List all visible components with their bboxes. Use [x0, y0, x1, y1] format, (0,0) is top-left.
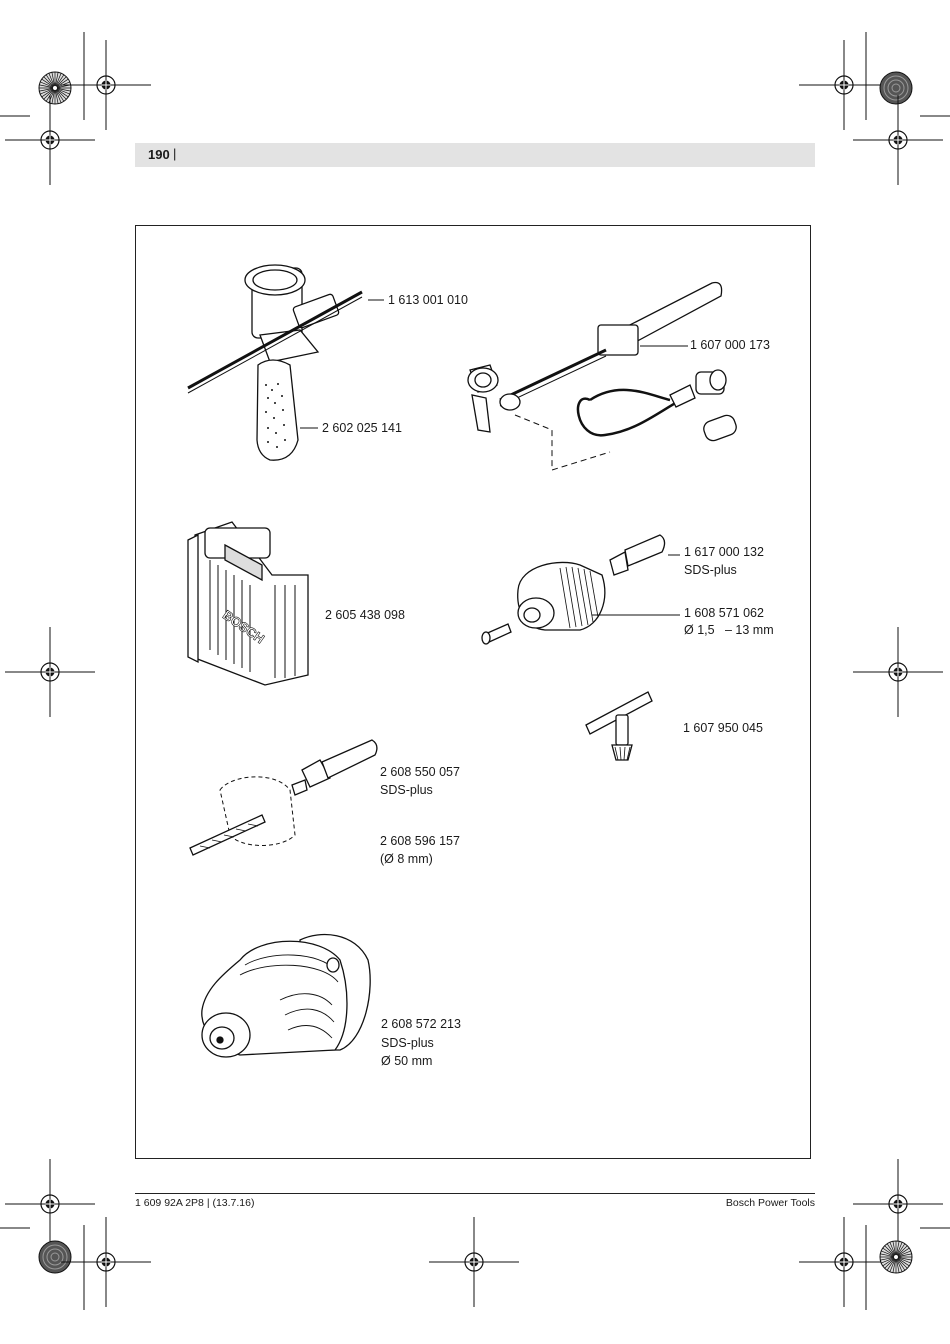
part-note: (Ø 8 mm)	[380, 850, 433, 868]
registration-mark-icon	[799, 40, 889, 130]
page-number: 190	[148, 147, 170, 162]
part-number: 2 608 572 213	[381, 1015, 461, 1033]
registration-mark-icon	[5, 1159, 95, 1249]
part-number: 2 608 550 057	[380, 763, 460, 781]
part-number: 1 608 571 062	[684, 604, 764, 622]
accessories-frame	[135, 225, 811, 1159]
registration-mark-icon	[799, 1217, 889, 1307]
part-note: Ø 1,5 – 13 mm	[684, 621, 774, 639]
registration-mark-icon	[61, 1217, 151, 1307]
registration-mark-icon	[5, 95, 95, 185]
part-number: 2 602 025 141	[322, 419, 402, 437]
registration-star-icon	[880, 72, 912, 104]
registration-mark-icon	[61, 40, 151, 130]
registration-star-icon	[39, 72, 71, 104]
registration-star-icon	[39, 1241, 71, 1273]
part-note: SDS-plus	[380, 781, 433, 799]
registration-star-icon	[880, 1241, 912, 1273]
part-note: SDS-plus	[684, 561, 737, 579]
footer-rule	[135, 1193, 815, 1194]
part-number: 1 617 000 132	[684, 543, 764, 561]
registration-mark-icon	[853, 627, 943, 717]
part-number: 1 613 001 010	[388, 291, 468, 309]
header-bar	[135, 143, 815, 167]
part-number: 2 605 438 098	[325, 606, 405, 624]
footer-doc-code: 1 609 92A 2P8 | (13.7.16)	[135, 1197, 254, 1209]
part-number: 1 607 000 173	[690, 336, 770, 354]
part-number: 1 607 950 045	[683, 719, 763, 737]
registration-mark-icon	[429, 1217, 519, 1307]
footer-brand: Bosch Power Tools	[726, 1197, 815, 1209]
header-separator: |	[173, 146, 176, 161]
part-note: SDS-plus	[381, 1034, 434, 1052]
part-number: 2 608 596 157	[380, 832, 460, 850]
part-note: Ø 50 mm	[381, 1052, 432, 1070]
registration-mark-icon	[5, 627, 95, 717]
